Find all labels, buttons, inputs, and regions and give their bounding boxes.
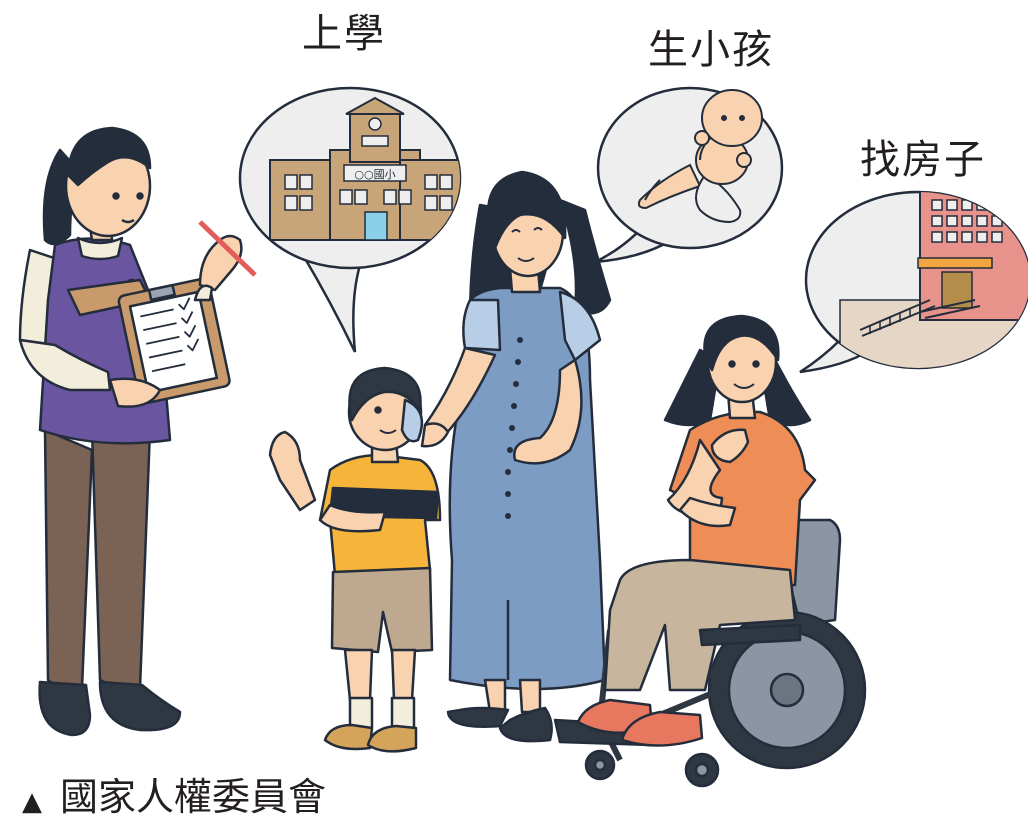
illustration-canvas: ○○國小 <box>18 86 1028 788</box>
pregnant-mother-figure <box>423 170 612 743</box>
caption: ▲ 國家人權委員會 <box>22 778 326 816</box>
social-worker-figure <box>18 126 257 737</box>
baby-icon <box>637 89 763 224</box>
label-baby: 生小孩 <box>648 27 774 73</box>
child-figure <box>268 366 450 753</box>
school-building-icon: ○○國小 <box>269 96 460 241</box>
label-house: 找房子 <box>860 137 986 183</box>
speech-bubble-baby <box>594 86 784 264</box>
caption-text: 國家人權委員會 <box>60 775 327 819</box>
speech-bubble-school: ○○國小 <box>238 86 462 353</box>
triangle-icon: ▲ <box>22 787 42 817</box>
school-sign <box>343 164 407 182</box>
school-sign-text: ○○國小 <box>354 168 395 181</box>
illustration: ○○國小 <box>18 11 1028 816</box>
speech-bubble-house <box>799 190 1028 374</box>
label-school: 上學 <box>302 11 386 57</box>
wheelchair-user-figure <box>553 314 867 788</box>
